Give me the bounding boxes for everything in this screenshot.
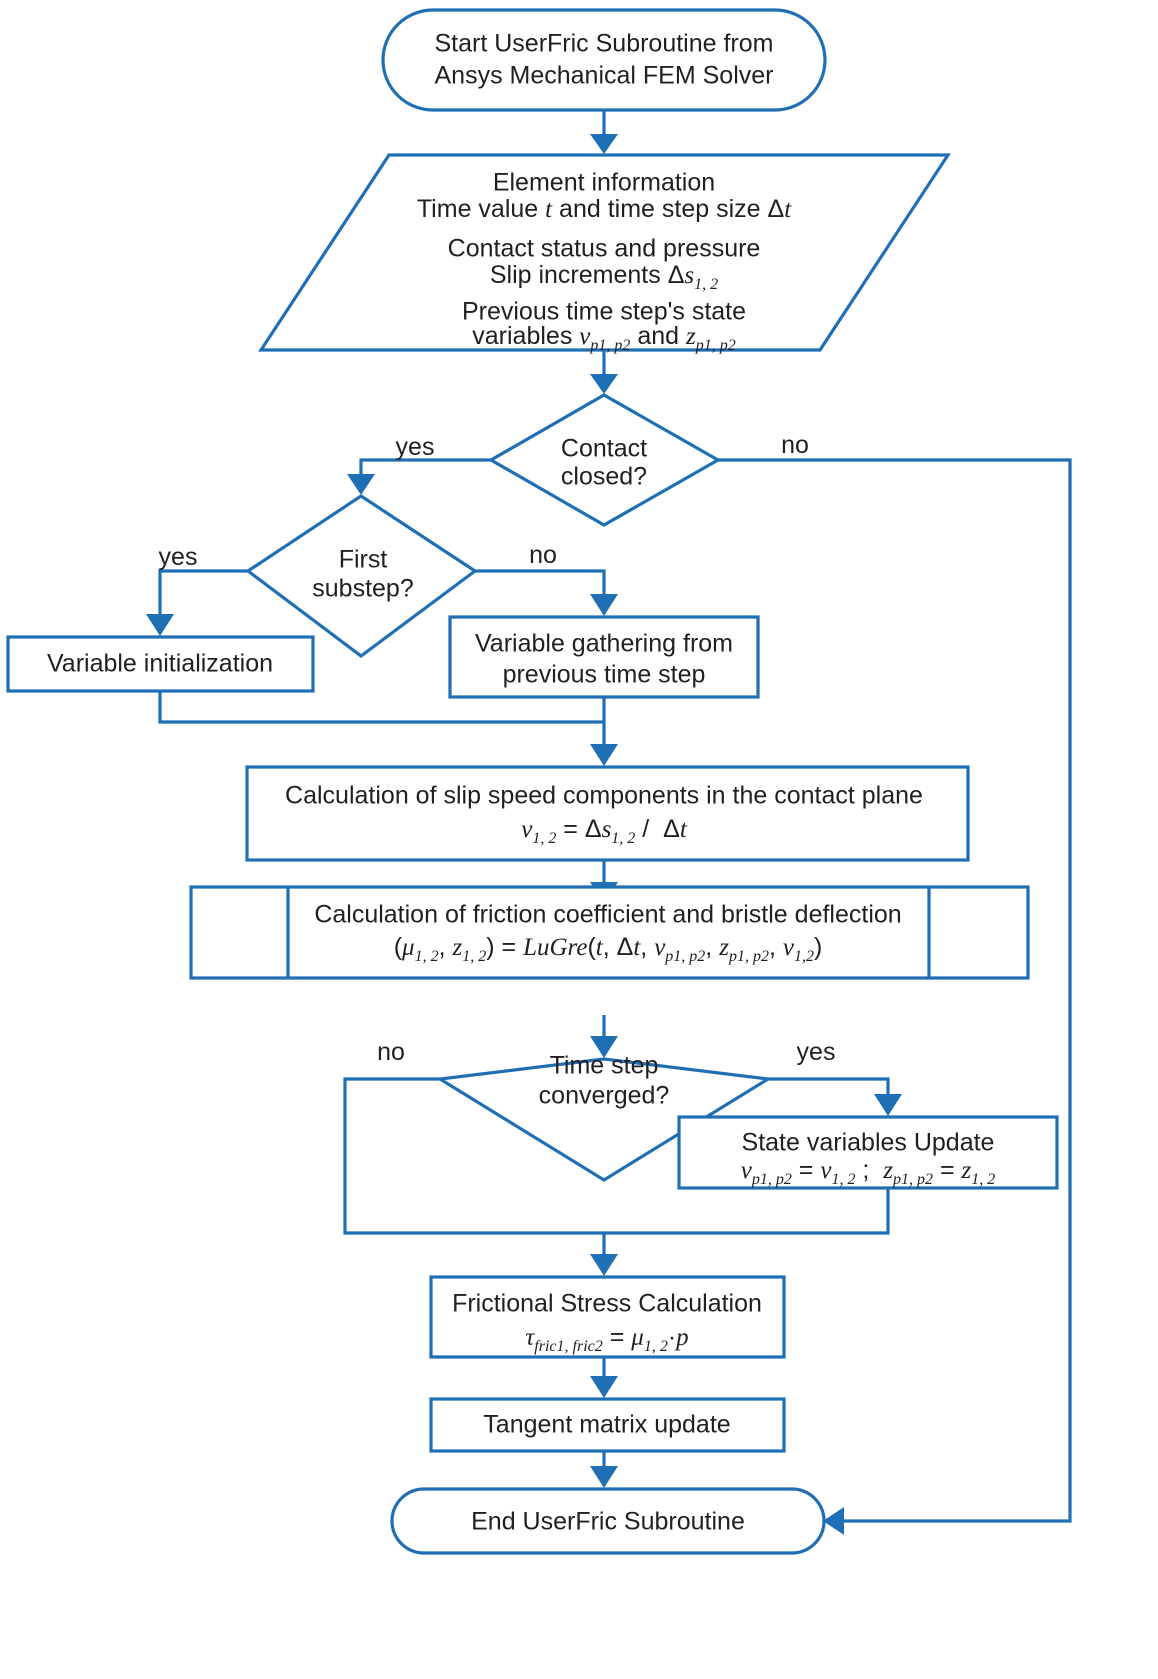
node-lugre-formula: (μ1, 2, z1, 2) = LuGre(t, Δt, vp1, p2, z… [394,933,823,965]
node-lugre[interactable]: Calculation of friction coefficient and … [189,885,1030,980]
node-first-substep[interactable]: First substep? [245,494,478,658]
node-state-update-formula: vp1, p2 = v1, 2 ; zp1, p2 = z1, 2 [741,1156,996,1188]
node-input-line6: variables vp1, p2 and zp1, p2 [472,322,735,354]
node-start-line1: Start UserFric Subroutine from [435,30,774,58]
node-start[interactable]: Start UserFric Subroutine from Ansys Mec… [381,8,827,112]
edge-label-contact-yes: yes [396,433,435,461]
node-slip-speed-formula: v1, 2 = Δs1, 2 / Δt [521,815,688,847]
node-state-update-line1: State variables Update [742,1129,995,1157]
node-input-line4: Slip increments Δs1, 2 [490,261,718,293]
node-input-line1: Element information [493,169,715,197]
node-lugre-line1: Calculation of friction coefficient and … [314,901,901,929]
node-input-line5: Previous time step's state [462,298,746,326]
connector-input-to-contact [590,351,618,394]
node-tangent-matrix[interactable]: Tangent matrix update [429,1397,786,1453]
node-variable-gathering-line1: Variable gathering from [475,630,733,658]
node-variable-gathering-line2: previous time step [503,661,706,689]
node-first-substep-line1: First [339,546,388,574]
node-first-substep-line2: substep? [312,575,413,603]
connector-tangent-to-end [590,1450,618,1488]
node-contact-closed-line1: Contact [561,435,647,463]
connector-init-to-slip [158,691,618,766]
node-state-update[interactable]: State variables Update vp1, p2 = v1, 2 ;… [677,1115,1059,1190]
node-frictional-stress-line1: Frictional Stress Calculation [452,1290,762,1318]
node-frictional-stress-formula: τfric1, fric2 = μ1, 2·p [525,1323,688,1355]
node-input-line3: Contact status and pressure [448,235,761,263]
edge-label-converged-no: no [377,1038,405,1066]
connector-stress-to-tangent [590,1357,618,1398]
node-input[interactable]: Element information Time value t and tim… [258,153,951,354]
connector-contact-no-to-end [718,458,1072,1535]
node-slip-speed[interactable]: Calculation of slip speed components in … [245,765,970,862]
node-end-line1: End UserFric Subroutine [471,1508,745,1536]
node-variable-gathering[interactable]: Variable gathering from previous time st… [448,615,760,699]
node-start-line2: Ansys Mechanical FEM Solver [434,62,773,90]
connector-contact-yes-to-substep [347,458,491,495]
node-variable-initialization[interactable]: Variable initialization [6,635,315,693]
connector-substep-yes-to-init [146,569,248,636]
connector-start-to-input [590,110,618,154]
edge-label-substep-yes: yes [159,543,198,571]
connector-converged-yes-to-update [768,1077,902,1116]
connector-update-to-stress [604,1188,890,1235]
node-frictional-stress[interactable]: Frictional Stress Calculation τfric1, fr… [429,1275,786,1359]
node-contact-closed[interactable]: Contact closed? [487,393,722,527]
node-slip-speed-line1: Calculation of slip speed components in … [285,782,923,810]
node-converged-line2: converged? [539,1082,670,1110]
edge-label-substep-no: no [529,541,557,569]
node-end[interactable]: End UserFric Subroutine [390,1487,826,1555]
node-converged-line1: Time step [550,1052,659,1080]
node-contact-closed-line2: closed? [561,463,647,491]
node-tangent-matrix-line1: Tangent matrix update [483,1411,730,1439]
node-variable-initialization-line1: Variable initialization [47,650,273,678]
connector-converged-no-to-stress [343,1077,618,1276]
edge-label-converged-yes: yes [797,1038,836,1066]
connector-lugre-to-converged [590,1015,618,1058]
node-input-line2: Time value t and time step size Δt [417,195,792,223]
node-converged[interactable]: Time step converged? [435,1052,773,1182]
connector-substep-no-to-gather [475,569,618,616]
edge-label-contact-no: no [781,431,809,459]
